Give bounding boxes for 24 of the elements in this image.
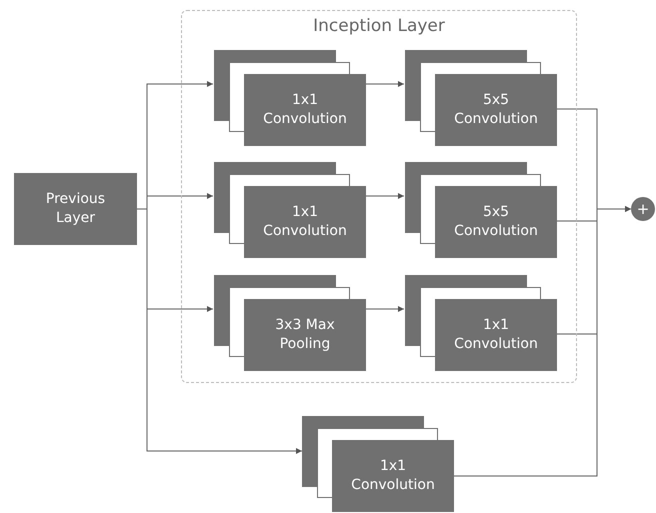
inception-layer-frame xyxy=(181,10,577,383)
layer-stack xyxy=(405,162,557,258)
layer-stack xyxy=(405,50,557,146)
arrow xyxy=(364,306,404,312)
layer-label: 5x5 Convolution xyxy=(453,203,539,241)
group-heading: Inception Layer xyxy=(312,16,446,36)
layer-stack xyxy=(214,275,366,371)
arrow xyxy=(364,81,404,87)
layer-label: 3x3 Max Pooling xyxy=(274,316,336,354)
layer-stack xyxy=(302,416,454,512)
layer-stack xyxy=(214,50,366,146)
layer-stack xyxy=(405,275,557,371)
layer-label: 5x5 Convolution xyxy=(453,91,539,129)
layer-label: 1x1 Convolution xyxy=(262,91,348,129)
layer-stack xyxy=(214,162,366,258)
plus-sign: + xyxy=(636,202,650,216)
layer-label: 1x1 Convolution xyxy=(453,316,539,354)
layer-box xyxy=(14,173,137,245)
arrow xyxy=(454,206,632,476)
layer-label: 1x1 Convolution xyxy=(350,457,436,495)
layer-label: Previous Layer xyxy=(44,190,106,228)
layer-label: 1x1 Convolution xyxy=(262,203,348,241)
arrow xyxy=(364,193,404,199)
sum-circle xyxy=(631,197,655,221)
